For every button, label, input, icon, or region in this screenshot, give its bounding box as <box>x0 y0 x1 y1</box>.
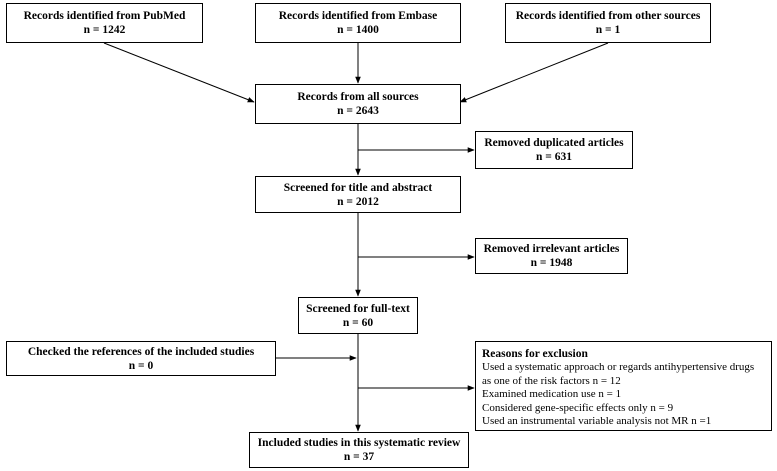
arrow-pubmed-to-all <box>103 42 255 103</box>
box-screened-title: Screened for title and abstract n = 2012 <box>255 176 461 213</box>
box-embase-count: n = 1400 <box>337 24 379 36</box>
box-included-count: n = 37 <box>343 451 375 463</box>
box-references: Checked the references of the included s… <box>6 341 276 376</box>
box-references-title: Checked the references of the included s… <box>27 345 255 358</box>
exclusion-reason: Examined medication use n = 1 <box>482 388 622 400</box>
box-duplicates: Removed duplicated articles n = 631 <box>475 131 633 169</box>
exclusion-reason: as one of the risk factors n = 12 <box>482 374 621 387</box>
arrow-other-to-all <box>459 42 609 103</box>
box-screened-title-count: n = 2012 <box>337 195 379 208</box>
box-embase-title: Records identified from Embase <box>278 10 438 22</box>
exclusion-reason: Considered gene-specific effects only n … <box>482 401 674 414</box>
box-irrelevant-count: n = 1948 <box>530 257 573 269</box>
box-duplicates-title: Removed duplicated articles <box>484 137 624 149</box>
box-pubmed: Records identified from PubMed n = 1242 <box>6 3 203 43</box>
box-all-count: n = 2643 <box>337 105 379 117</box>
box-exclusion-title: Reasons for exclusion <box>482 348 588 360</box>
box-irrelevant: Removed irrelevant articles n = 1948 <box>475 238 628 274</box>
box-fulltext-count: n = 60 <box>342 316 374 329</box>
exclusion-reason: Used an instrumental variable analysis n… <box>482 415 712 427</box>
box-irrelevant-title: Removed irrelevant articles <box>483 243 620 255</box>
box-other-sources: Records identified from other sources n … <box>505 3 711 43</box>
box-other-count: n = 1 <box>595 24 621 36</box>
box-references-count: n = 0 <box>128 359 154 372</box>
box-duplicates-count: n = 631 <box>536 151 572 163</box>
box-pubmed-count: n = 1242 <box>83 24 126 36</box>
box-pubmed-title: Records identified from PubMed <box>23 10 186 22</box>
box-all-sources: Records from all sources n = 2643 <box>255 84 461 124</box>
exclusion-reason: Used a systematic approach or regards an… <box>482 361 755 373</box>
box-all-title: Records from all sources <box>297 91 419 103</box>
box-included: Included studies in this systematic revi… <box>249 432 469 468</box>
box-screened-title-label: Screened for title and abstract <box>283 181 433 194</box>
box-exclusion: Reasons for exclusion Used a systematic … <box>475 341 772 431</box>
box-fulltext-title: Screened for full-text <box>306 302 410 315</box>
box-fulltext: Screened for full-text n = 60 <box>298 297 418 334</box>
box-included-title: Included studies in this systematic revi… <box>257 437 461 449</box>
box-embase: Records identified from Embase n = 1400 <box>255 3 461 43</box>
box-other-title: Records identified from other sources <box>515 10 701 22</box>
